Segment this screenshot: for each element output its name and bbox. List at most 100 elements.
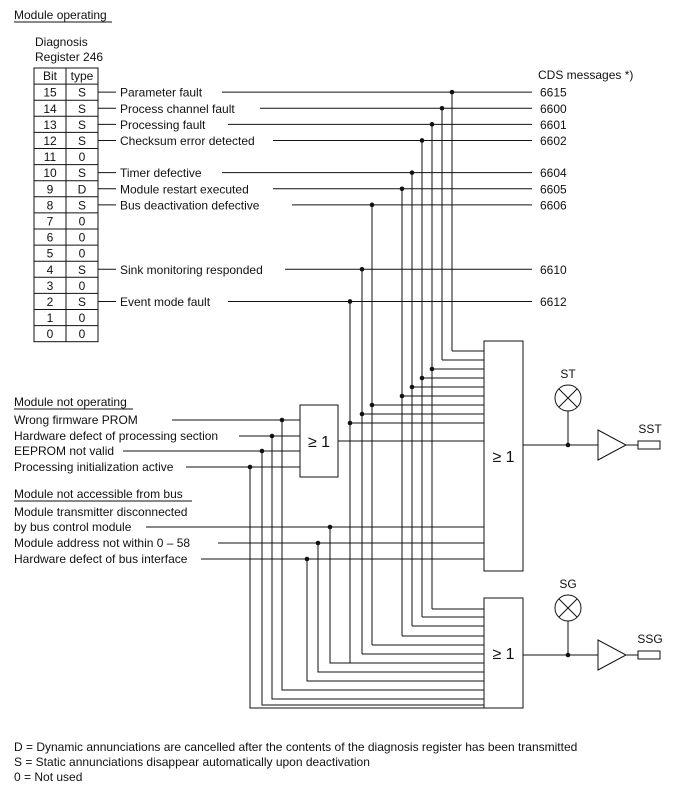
table-cell-bit: 3	[47, 279, 54, 293]
junction-dot	[259, 448, 265, 454]
branch-wire	[271, 436, 484, 700]
cds-message-code: 6615	[540, 86, 567, 100]
register-description: Bus deactivation defective	[120, 198, 260, 212]
table-cell-bit: 12	[43, 134, 57, 148]
table-cell-type: S	[78, 263, 86, 277]
junction-dot	[409, 170, 415, 175]
branch-wire	[306, 559, 484, 682]
table-cell-type: 0	[79, 150, 86, 164]
not-accessible-item: Module address not within 0 – 58	[14, 536, 190, 550]
junction-dot	[359, 411, 365, 417]
cds-messages-header: CDS messages *)	[538, 68, 633, 82]
table-header-type: type	[71, 69, 94, 83]
gate-label: ≥ 1	[308, 434, 330, 451]
junction-dot	[269, 433, 275, 439]
register-description: Parameter fault	[120, 86, 203, 100]
not-operating-item: Hardware defect of processing section	[14, 429, 218, 443]
table-cell-type: 0	[79, 311, 86, 325]
not-accessible-item: by bus control module	[14, 520, 132, 534]
table-cell-type: S	[78, 102, 86, 116]
register-description: Timer defective	[120, 166, 202, 180]
junction-dot	[429, 366, 435, 372]
not-operating-item: Processing initialization active	[14, 460, 174, 474]
table-cell-type: 0	[79, 231, 86, 245]
table-cell-bit: 0	[47, 327, 54, 341]
branch-wire	[317, 543, 484, 673]
table-cell-bit: 13	[43, 118, 57, 132]
register-description: Processing fault	[120, 118, 206, 132]
gate-label: ≥ 1	[492, 646, 514, 663]
legend-line: D = Dynamic annunciations are cancelled …	[14, 740, 577, 754]
cds-message-code: 6600	[540, 102, 567, 116]
not-accessible-item: Module transmitter disconnected	[14, 505, 187, 519]
junction-dot	[565, 652, 571, 658]
table-cell-bit: 11	[44, 150, 57, 164]
table-cell-type: 0	[79, 247, 86, 261]
output-terminal	[637, 440, 661, 450]
heading-module-not-operating: Module not operating	[14, 395, 127, 409]
junction-dot	[347, 420, 353, 426]
cds-message-code: 6601	[540, 118, 567, 132]
not-operating-item: EEPROM not valid	[14, 444, 114, 458]
junction-dot	[369, 202, 375, 208]
not-operating-item: Wrong firmware PROM	[14, 413, 138, 427]
branch-wire	[281, 420, 484, 691]
junction-dot	[409, 384, 415, 390]
table-cell-type: 0	[79, 327, 86, 341]
table-cell-bit: 10	[43, 166, 57, 180]
table-cell-type: D	[78, 182, 87, 196]
table-cell-type: 0	[79, 214, 86, 228]
cds-message-code: 6606	[540, 198, 567, 212]
buffer-amplifier-icon	[597, 429, 628, 461]
table-cell-bit: 15	[43, 86, 57, 100]
table-cell-bit: 8	[47, 198, 54, 212]
table-cell-bit: 6	[47, 231, 54, 245]
lamp-cross	[558, 388, 578, 408]
junction-dot	[315, 540, 321, 546]
junction-dot	[439, 105, 445, 111]
branch-wire	[329, 527, 484, 664]
legend-line: S = Static annunciations disappear autom…	[14, 755, 370, 769]
table-cell-bit: 14	[43, 102, 57, 116]
table-cell-bit: 7	[47, 214, 54, 228]
junction-dot	[279, 417, 285, 423]
lamp-label-st: ST	[560, 367, 576, 381]
junction-dot	[419, 138, 425, 143]
table-cell-type: S	[78, 86, 86, 100]
junction-dot	[247, 464, 253, 470]
table-cell-type: S	[78, 118, 86, 132]
register-subtitle: Register 246	[35, 50, 103, 64]
lamp-label-sg: SG	[559, 577, 576, 591]
or-gate-sst	[483, 340, 524, 572]
cds-message-code: 6612	[540, 295, 567, 309]
table-cell-bit: 5	[47, 247, 54, 261]
output-label-ssg: SSG	[637, 632, 662, 646]
legend-line: 0 = Not used	[14, 770, 82, 784]
table-cell-type: S	[78, 198, 86, 212]
register-description: Module restart executed	[120, 182, 249, 196]
not-accessible-item: Hardware defect of bus interface	[14, 552, 188, 566]
register-description: Event mode fault	[120, 295, 211, 309]
table-cell-type: 0	[79, 279, 86, 293]
heading-module-operating: Module operating	[14, 8, 107, 22]
register-description: Sink monitoring responded	[120, 263, 263, 277]
cds-message-code: 6605	[540, 182, 567, 196]
register-title: Diagnosis	[35, 35, 88, 49]
junction-dot	[449, 89, 455, 95]
junction-dot	[399, 393, 405, 399]
output-label-sst: SST	[638, 422, 662, 436]
branch-wire	[249, 467, 484, 709]
table-cell-type: S	[78, 295, 86, 309]
table-cell-type: S	[78, 134, 86, 148]
cds-message-code: 6604	[540, 166, 567, 180]
register-description: Checksum error detected	[120, 134, 255, 148]
lamp-cross	[558, 598, 578, 618]
or-gate-not-operating	[299, 404, 339, 478]
junction-dot	[304, 556, 310, 562]
junction-dot	[429, 122, 435, 127]
heading-module-not-accessible: Module not accessible from bus	[14, 487, 183, 501]
table-header-bit: Bit	[43, 69, 58, 83]
cds-message-code: 6602	[540, 134, 567, 148]
junction-dot	[347, 299, 353, 304]
